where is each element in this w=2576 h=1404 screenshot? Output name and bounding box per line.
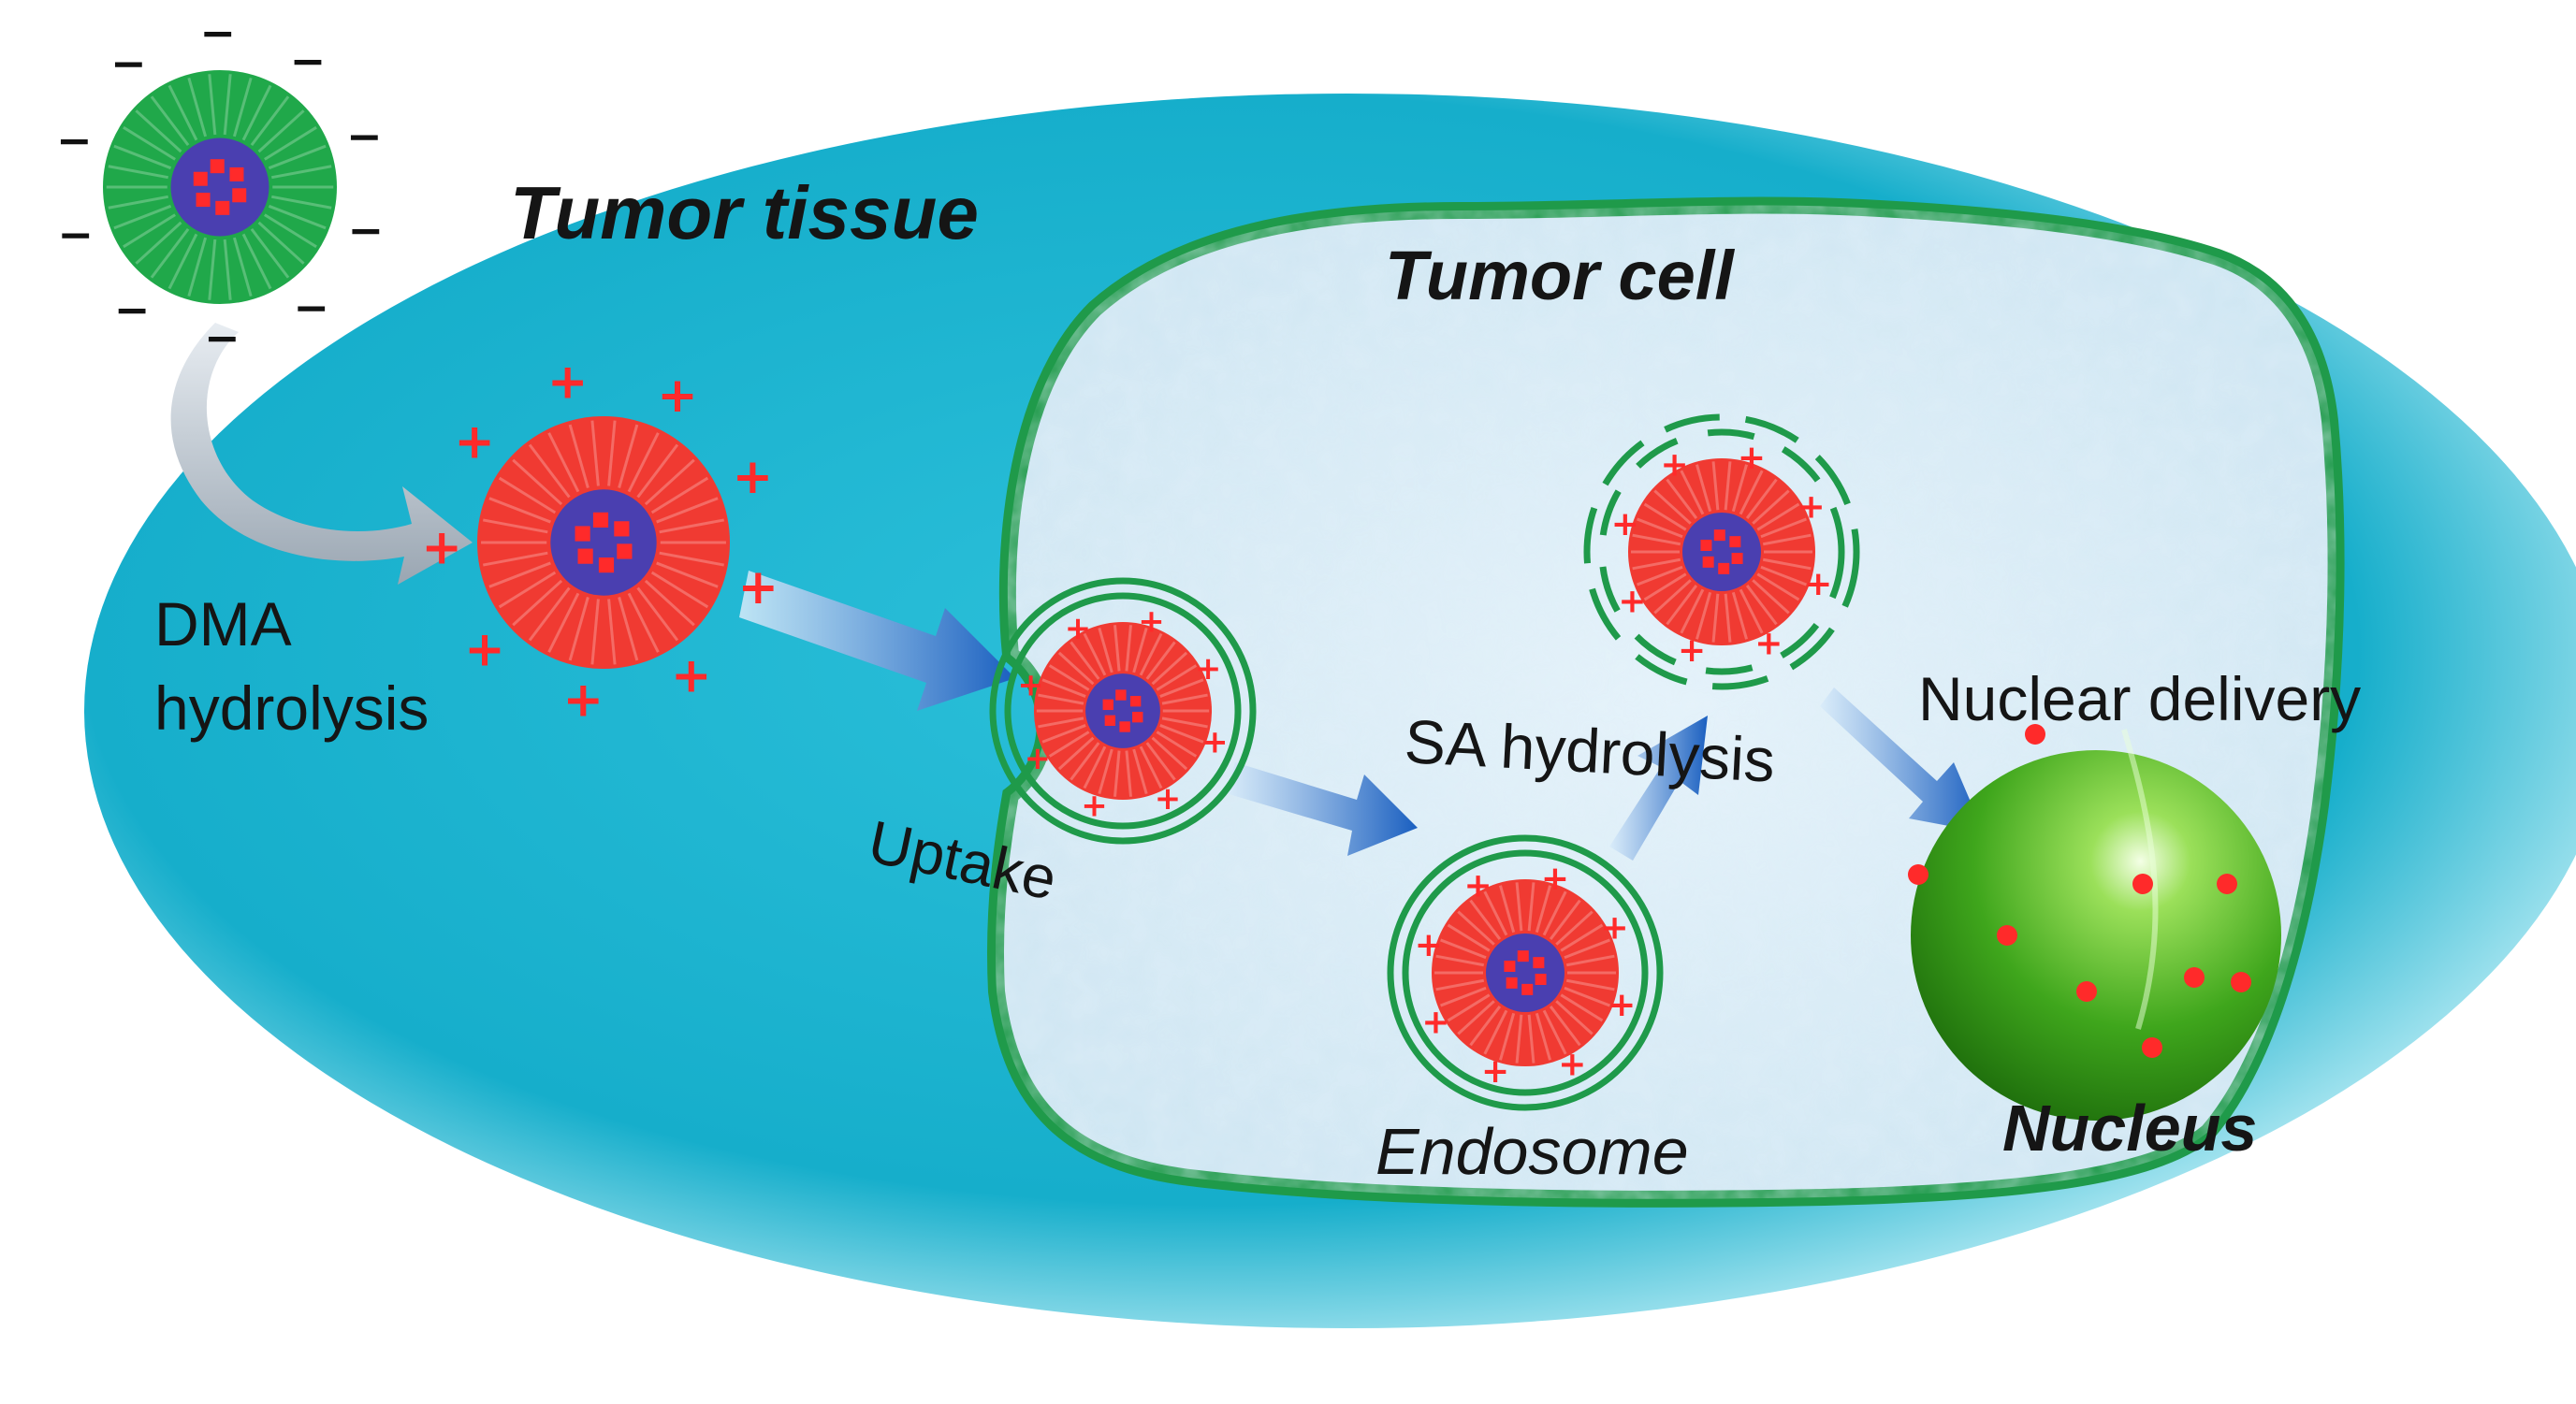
dma-hydrolysis-label-line2: hydrolysis (154, 673, 429, 743)
charge-sign: − (56, 115, 93, 166)
drug-dot (1908, 864, 1928, 885)
arrow-to-nucleus (1820, 688, 1984, 832)
charge-sign: + (1201, 723, 1229, 760)
positive-particle: +++++++++ (421, 354, 779, 728)
charge-sign: + (1155, 780, 1182, 818)
charge-sign: + (563, 673, 604, 729)
charge-sign: + (1738, 439, 1766, 477)
drug-dot (2025, 724, 2045, 745)
charge-sign: − (347, 205, 384, 255)
charge-sign: − (290, 36, 327, 86)
drug-dot (1997, 925, 2017, 946)
charge-sign: + (1421, 1003, 1449, 1041)
charge-sign: + (464, 622, 505, 678)
arrow-to-uptake (739, 571, 1015, 711)
curved-arrow (170, 323, 473, 585)
charge-sign: + (1678, 631, 1706, 670)
charge-sign: + (1611, 505, 1639, 543)
nucleus-label: Nucleus (2002, 1092, 2257, 1165)
charge-sign: − (204, 312, 240, 363)
arrow-to-sa-particle (1609, 716, 1708, 861)
charge-sign: + (1065, 610, 1092, 647)
charge-sign: + (1081, 787, 1108, 824)
arrow-to-endosome (1226, 762, 1418, 856)
charge-sign: + (657, 368, 698, 424)
charge-sign: + (1025, 740, 1052, 777)
sa-hydrolysis-particle: + + + + + + + + (1583, 413, 1860, 690)
endosome-particle: + + + + + + + + (1387, 834, 1664, 1111)
charge-sign: − (57, 210, 94, 260)
drug-dot (2142, 1037, 2162, 1058)
charge-sign: + (1754, 625, 1783, 663)
released-drug-dots (1908, 724, 2251, 1058)
nanoparticles: −−−−−−−−−−++++++++++++++++++++++++++++++… (56, 7, 1860, 1111)
drug-dot (2184, 967, 2205, 988)
negative-particle: −−−−−−−−−− (56, 7, 384, 363)
dma-hydrolysis-label-line1: DMA (154, 589, 292, 659)
drug-dot (2076, 981, 2097, 1002)
charge-sign: + (1017, 667, 1044, 704)
charge-sign: + (547, 354, 589, 410)
charge-sign: − (114, 284, 151, 335)
drug-dot (2231, 972, 2251, 992)
uptake-particle: + + + + + + + + (989, 577, 1257, 845)
charge-sign: + (1661, 445, 1689, 484)
charge-sign: + (1195, 650, 1222, 688)
charge-sign: − (199, 7, 236, 58)
charge-sign: + (1464, 866, 1492, 905)
endosome-label: Endosome (1375, 1115, 1689, 1188)
drug-dot (2217, 874, 2237, 894)
charge-sign: + (1804, 565, 1832, 603)
charge-sign: + (454, 413, 495, 470)
charge-sign: + (1558, 1046, 1586, 1084)
tumor-cell-label: Tumor cell (1385, 237, 1735, 314)
tumor-tissue-label: Tumor tissue (510, 171, 979, 254)
charge-sign: + (1415, 926, 1443, 964)
charge-sign: + (1618, 582, 1646, 620)
charge-sign: + (671, 647, 712, 703)
charge-sign: + (1138, 603, 1165, 641)
charge-sign: + (1608, 986, 1636, 1024)
charge-sign: + (1600, 909, 1628, 948)
drug-dot (2132, 874, 2153, 894)
nuclear-delivery-label: Nuclear delivery (1918, 664, 2361, 733)
charge-sign: + (733, 449, 774, 505)
charge-sign: − (346, 110, 383, 161)
charge-sign: + (1541, 860, 1569, 898)
charge-sign: + (1797, 488, 1825, 527)
charge-sign: − (110, 37, 147, 88)
nucleus (1911, 729, 2281, 1121)
charge-sign: + (1481, 1052, 1509, 1091)
charge-sign: + (737, 559, 779, 615)
charge-sign: + (421, 519, 462, 575)
charge-sign: − (293, 282, 329, 333)
